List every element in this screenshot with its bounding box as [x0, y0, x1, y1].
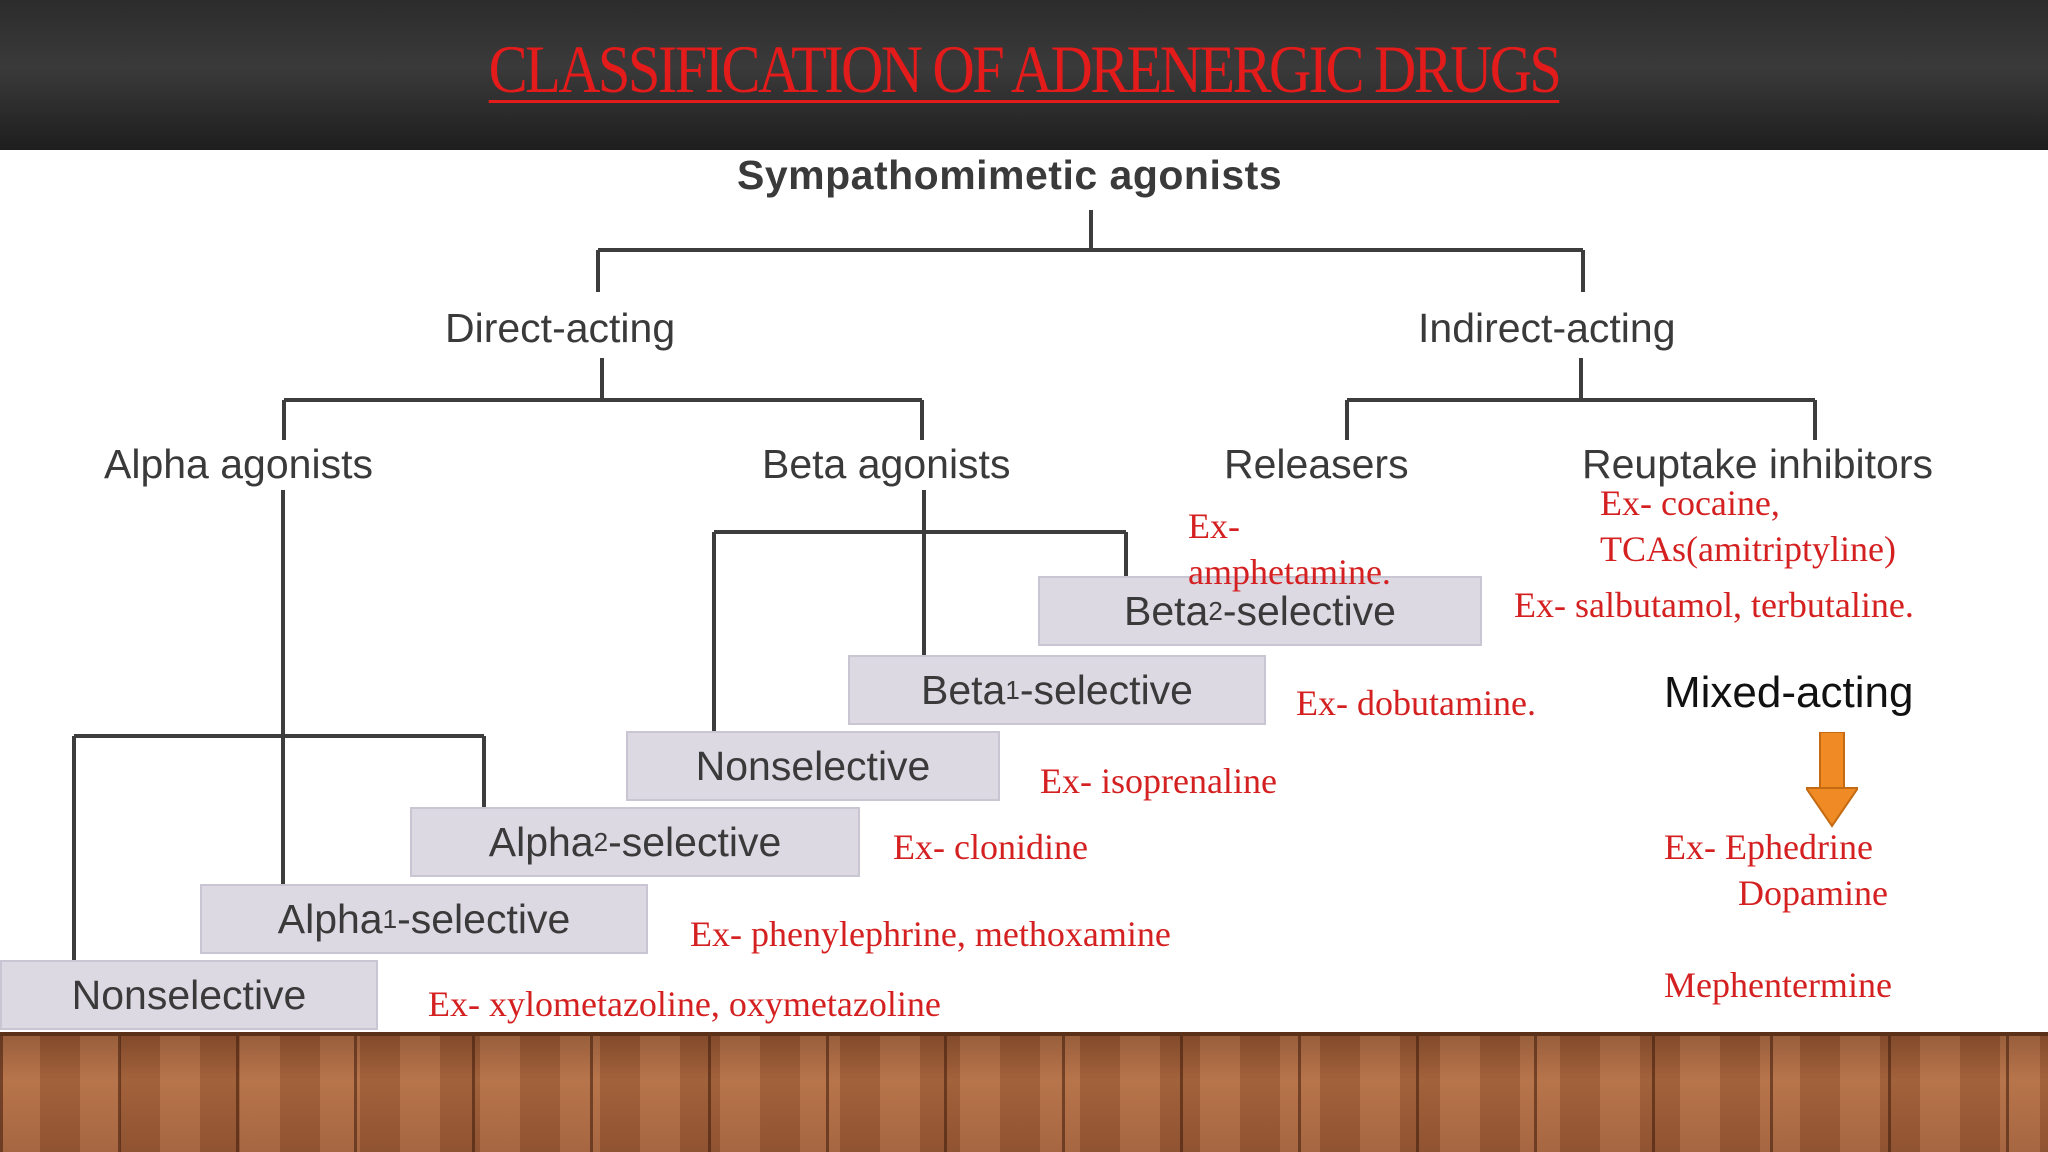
alpha2-label-pre: Alpha [488, 818, 594, 865]
beta1-example: Ex- dobutamine. [1296, 683, 1536, 723]
alpha-nonselective-label: Nonselective [71, 971, 307, 1018]
beta-agonists-node: Beta agonists [762, 441, 1011, 487]
beta2-example: Ex- salbutamol, terbutaline. [1514, 585, 1914, 625]
alpha1-label-pre: Alpha [277, 895, 383, 942]
wood-floor [0, 1032, 2048, 1152]
alpha-nonselective-example: Ex- xylometazoline, oxymetazoline [428, 984, 941, 1024]
alpha1-example: Ex- phenylephrine, methoxamine [690, 914, 1171, 954]
beta2-label-post: -selective [1222, 587, 1396, 634]
mixed-acting-label: Mixed-acting [1664, 668, 1914, 717]
beta-nonselective-label: Nonselective [695, 742, 931, 789]
beta2-label-pre: Beta [1124, 587, 1209, 634]
alpha1-label-post: -selective [397, 895, 571, 942]
root-sympathomimetic-agonists: Sympathomimetic agonists [737, 152, 1283, 198]
reuptake-example-line2: TCAs(amitriptyline) [1600, 529, 1896, 569]
beta-nonselective-example: Ex- isoprenaline [1040, 761, 1277, 801]
beta1-label-pre: Beta [921, 666, 1006, 713]
beta2-label-sub: 2 [1208, 595, 1223, 626]
alpha2-label-sub: 2 [593, 826, 609, 857]
indirect-acting-node: Indirect-acting [1418, 305, 1676, 351]
alpha1-label-sub: 1 [382, 903, 398, 934]
slide-title: CLASSIFICATION OF ADRENERGIC DRUGS [488, 31, 1562, 107]
mixed-example-line1: Ex- Ephedrine [1664, 827, 1873, 867]
alpha2-example: Ex- clonidine [893, 827, 1088, 867]
floor-edge [0, 1032, 2048, 1036]
releasers-example-line1: Ex- [1188, 506, 1240, 546]
alpha2-label-post: -selective [608, 818, 782, 865]
down-arrow-icon [1806, 732, 1858, 828]
alpha-agonists-node: Alpha agonists [104, 441, 373, 487]
releasers-example-line2: amphetamine. [1188, 552, 1391, 592]
mixed-example-line2: Dopamine [1738, 873, 1888, 913]
reuptake-inhibitors-node: Reuptake inhibitors [1582, 441, 1933, 487]
beta1-label-sub: 1 [1005, 674, 1020, 705]
beta-nonselective-box: Nonselective [626, 731, 1000, 801]
title-band [0, 0, 2048, 150]
mixed-example-line3: Mephentermine [1664, 965, 1892, 1005]
alpha-nonselective-box: Nonselective [0, 960, 378, 1030]
releasers-node: Releasers [1224, 441, 1409, 487]
beta1-label-post: -selective [1019, 666, 1193, 713]
reuptake-example-line1: Ex- cocaine, [1600, 483, 1780, 523]
direct-acting-node: Direct-acting [445, 305, 676, 351]
